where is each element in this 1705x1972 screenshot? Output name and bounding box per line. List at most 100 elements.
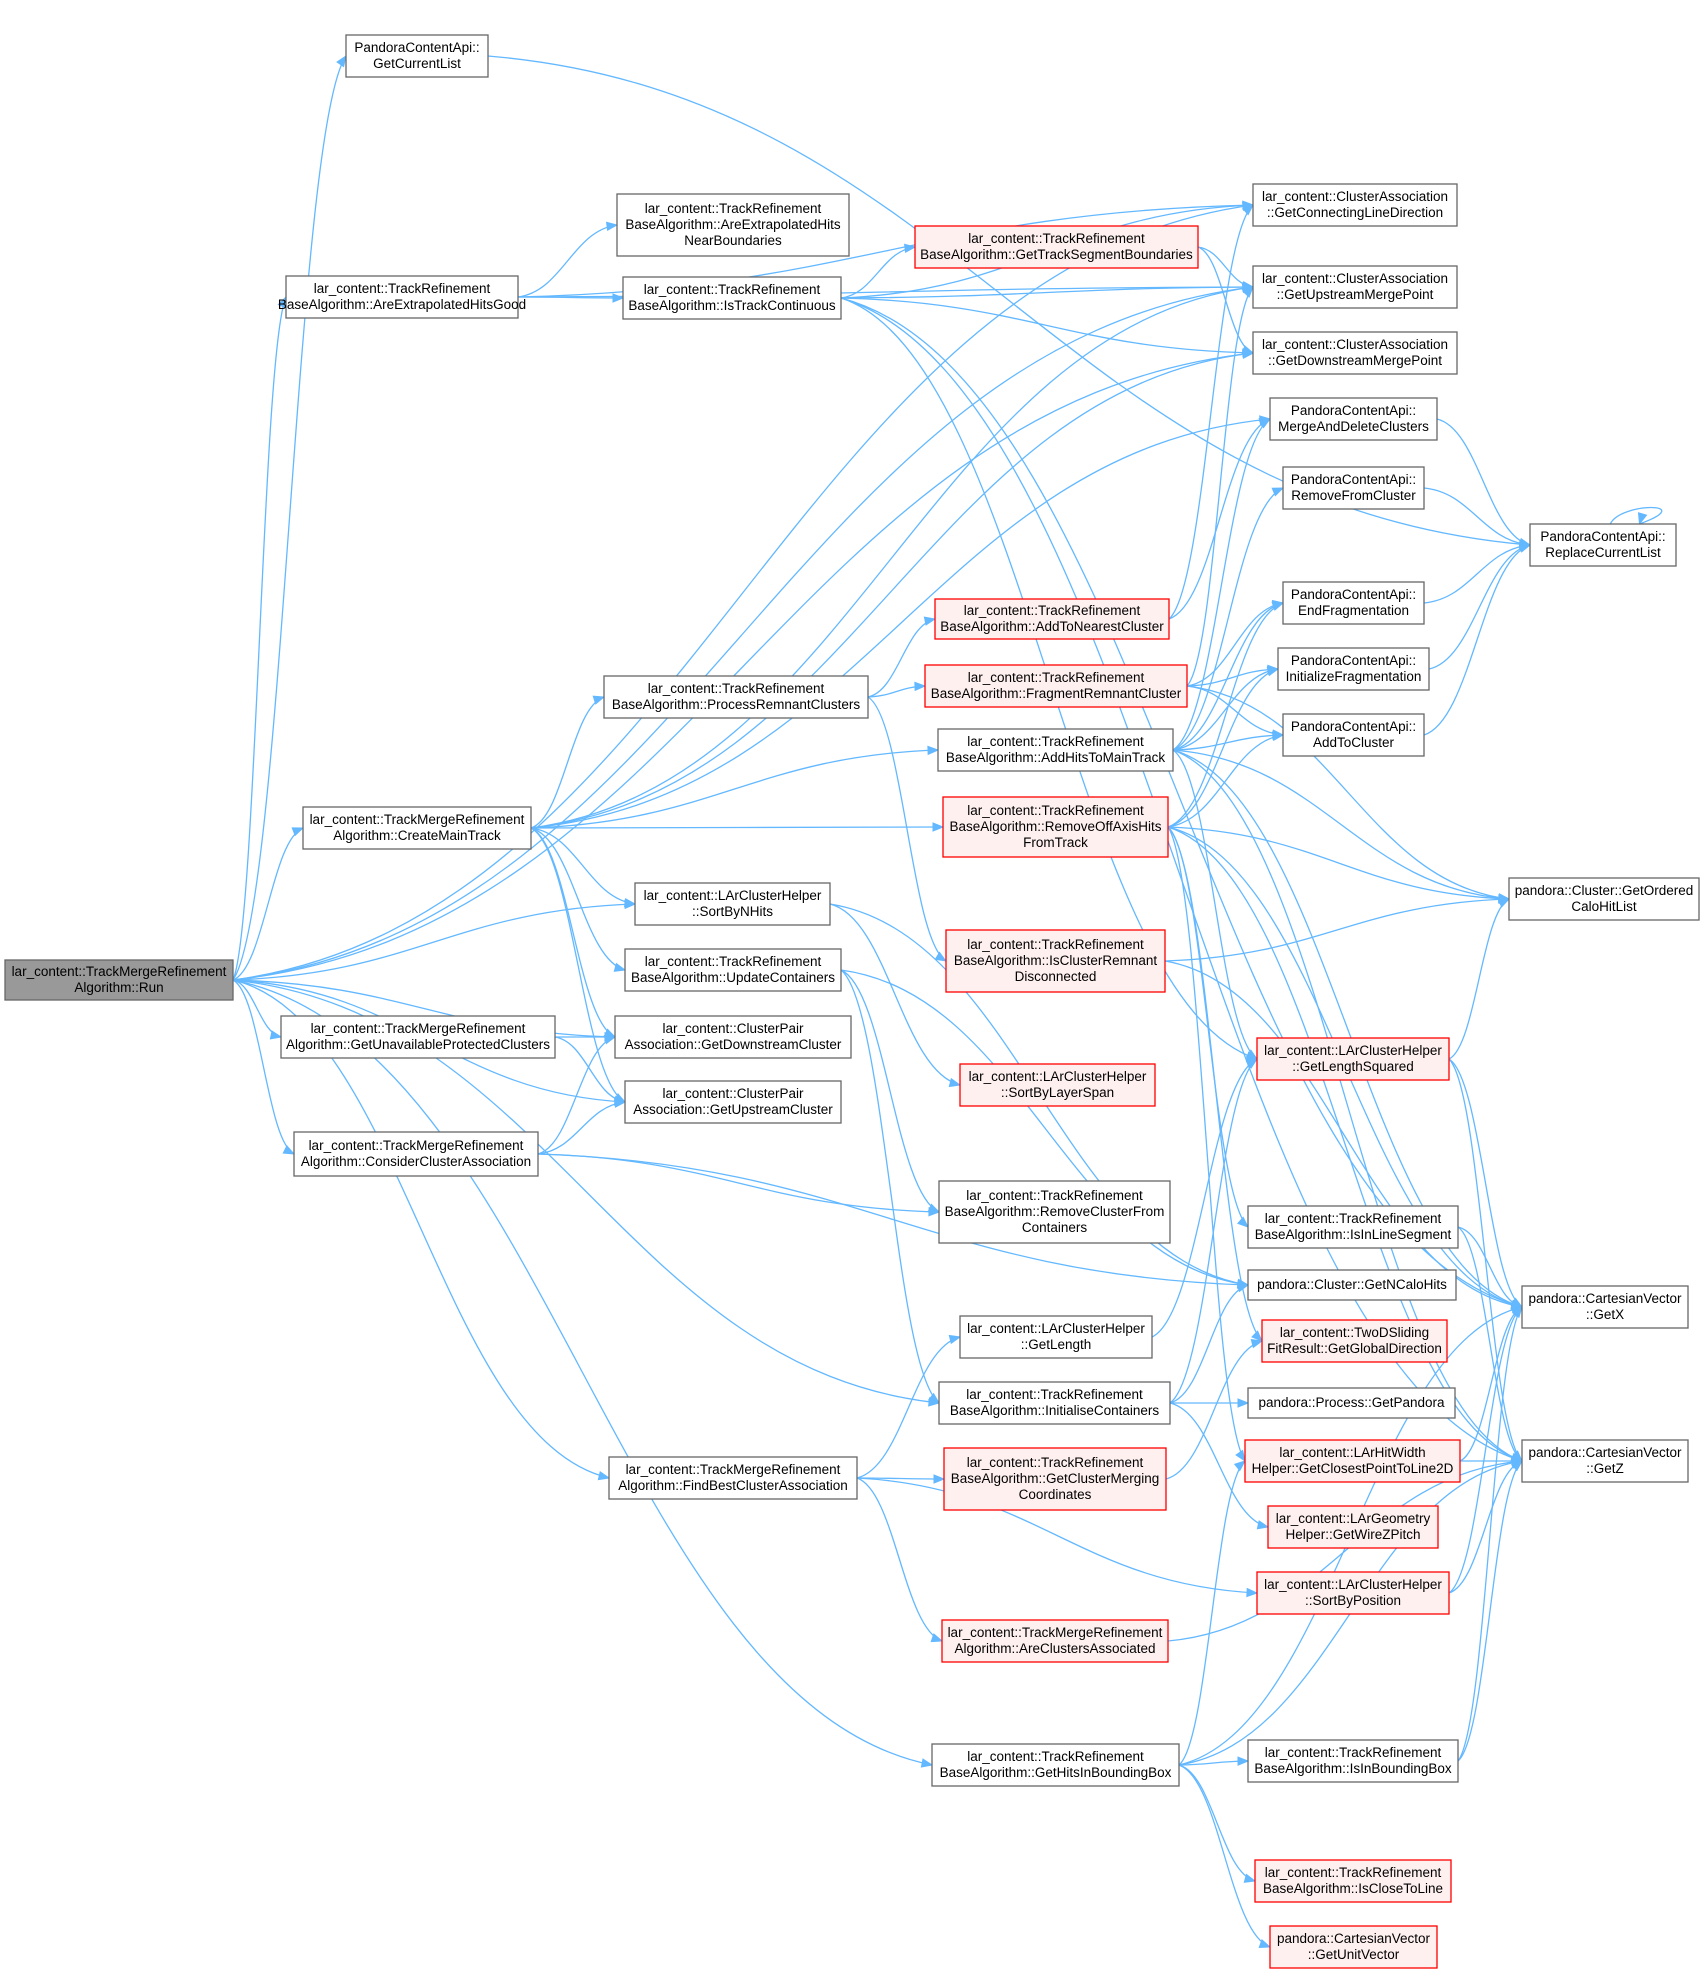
edge-line bbox=[1186, 286, 1254, 687]
node-label-line: ::GetX bbox=[1586, 1307, 1624, 1322]
node-label-line: FitResult::GetGlobalDirection bbox=[1267, 1341, 1442, 1356]
node-getCurrentList[interactable]: PandoraContentApi::GetCurrentList bbox=[345, 34, 489, 78]
node-createMainTrack[interactable]: lar_content::TrackMergeRefinementAlgorit… bbox=[302, 806, 532, 850]
call-edge-removeOffAxis-to-initFragmentation bbox=[1167, 667, 1280, 828]
node-run[interactable]: lar_content::TrackMergeRefinementAlgorit… bbox=[4, 959, 234, 1001]
edge-arrowhead bbox=[1235, 1449, 1246, 1463]
call-edge-considerAssoc-to-getUpstreamCluster bbox=[537, 1098, 627, 1155]
node-getClosestPoint[interactable]: lar_content::LArHitWidthHelper::GetClose… bbox=[1244, 1439, 1461, 1483]
node-isTrackContinuous[interactable]: lar_content::TrackRefinementBaseAlgorith… bbox=[622, 276, 842, 320]
edge-arrowhead bbox=[914, 681, 927, 692]
node-box bbox=[1247, 1205, 1459, 1249]
edge-arrowhead bbox=[927, 745, 940, 756]
edge-line bbox=[1436, 418, 1531, 546]
node-removeFromCluster[interactable]: PandoraContentApi::RemoveFromCluster bbox=[1282, 466, 1425, 510]
node-processRemnant[interactable]: lar_content::TrackRefinementBaseAlgorith… bbox=[603, 675, 869, 719]
node-getClusterMergingCoords[interactable]: lar_content::TrackRefinementBaseAlgorith… bbox=[943, 1447, 1167, 1511]
node-box bbox=[1252, 183, 1458, 227]
node-addToNearest[interactable]: lar_content::TrackRefinementBaseAlgorith… bbox=[934, 598, 1170, 640]
node-getPandora[interactable]: pandora::Process::GetPandora bbox=[1247, 1387, 1456, 1419]
node-box bbox=[1282, 713, 1425, 757]
node-getZ[interactable]: pandora::CartesianVector::GetZ bbox=[1521, 1439, 1689, 1483]
edge-arrowhead bbox=[592, 695, 606, 705]
call-edge-removeOffAxis-to-getOrderedCaloHitList bbox=[1167, 826, 1511, 904]
node-mergeAndDelete[interactable]: PandoraContentApi::MergeAndDeleteCluster… bbox=[1269, 397, 1438, 441]
call-edge-createMainTrack-to-getDownstreamMP bbox=[530, 349, 1255, 829]
node-addToCluster[interactable]: PandoraContentApi::AddToCluster bbox=[1282, 713, 1425, 757]
node-getWireZPitch[interactable]: lar_content::LArGeometryHelper::GetWireZ… bbox=[1267, 1505, 1439, 1549]
node-updateContainers[interactable]: lar_content::TrackRefinementBaseAlgorith… bbox=[624, 948, 842, 992]
node-getUpstreamCluster[interactable]: lar_content::ClusterPairAssociation::Get… bbox=[624, 1080, 842, 1124]
call-edge-run-to-areExtrapHitsGood bbox=[232, 295, 287, 981]
call-edge-createMainTrack-to-sortByNHits bbox=[530, 827, 637, 908]
node-label-line: lar_content::TrackRefinement bbox=[1265, 1745, 1442, 1760]
node-removeOffAxis[interactable]: lar_content::TrackRefinementBaseAlgorith… bbox=[942, 796, 1169, 858]
node-getX[interactable]: pandora::CartesianVector::GetX bbox=[1521, 1285, 1689, 1329]
node-label-line: lar_content::ClusterAssociation bbox=[1262, 189, 1448, 204]
edge-arrowhead bbox=[605, 221, 619, 232]
node-getGlobalDirection[interactable]: lar_content::TwoDSlidingFitResult::GetGl… bbox=[1261, 1319, 1448, 1363]
edge-line bbox=[867, 696, 947, 962]
edge-arrowhead bbox=[1271, 731, 1285, 742]
node-sortByNHits[interactable]: lar_content::LArClusterHelper::SortByNHi… bbox=[634, 882, 831, 926]
node-getNCaloHits[interactable]: pandora::Cluster::GetNCaloHits bbox=[1247, 1269, 1457, 1301]
edge-line bbox=[1169, 1402, 1269, 1528]
edge-arrowhead bbox=[1245, 1058, 1259, 1068]
node-sortByPosition[interactable]: lar_content::LArClusterHelper::SortByPos… bbox=[1256, 1571, 1450, 1615]
node-getLengthSquared[interactable]: lar_content::LArClusterHelper::GetLength… bbox=[1256, 1037, 1450, 1081]
node-areExtrapNearBound[interactable]: lar_content::TrackRefinementBaseAlgorith… bbox=[616, 193, 850, 257]
node-label-line: InitializeFragmentation bbox=[1286, 669, 1422, 684]
node-areExtrapHitsGood[interactable]: lar_content::TrackRefinementBaseAlgorith… bbox=[278, 275, 526, 319]
node-getUpstreamMP[interactable]: lar_content::ClusterAssociation::GetUpst… bbox=[1252, 265, 1458, 309]
node-label-line: lar_content::TrackMergeRefinement bbox=[309, 1138, 524, 1153]
node-getConnLineDir[interactable]: lar_content::ClusterAssociation::GetConn… bbox=[1252, 183, 1458, 227]
node-label-line: pandora::Cluster::GetNCaloHits bbox=[1257, 1277, 1447, 1292]
node-getTrackSegBound[interactable]: lar_content::TrackRefinementBaseAlgorith… bbox=[914, 225, 1199, 269]
edge-arrowhead bbox=[1246, 1587, 1259, 1598]
node-label-line: BaseAlgorithm::IsTrackContinuous bbox=[628, 298, 836, 313]
call-edge-getClosestPoint-to-getX bbox=[1459, 1306, 1524, 1462]
node-label-line: MergeAndDeleteClusters bbox=[1278, 419, 1429, 434]
node-getUnavailable[interactable]: lar_content::TrackMergeRefinementAlgorit… bbox=[280, 1015, 556, 1059]
node-considerAssoc[interactable]: lar_content::TrackMergeRefinementAlgorit… bbox=[293, 1131, 539, 1177]
node-isCloseToLine[interactable]: lar_content::TrackRefinementBaseAlgorith… bbox=[1254, 1859, 1452, 1903]
edge-line bbox=[1448, 1306, 1523, 1594]
node-areClustersAssociated[interactable]: lar_content::TrackMergeRefinementAlgorit… bbox=[941, 1619, 1169, 1663]
node-label-line: lar_content::TrackMergeRefinement bbox=[311, 1021, 526, 1036]
edge-line bbox=[1172, 418, 1271, 751]
edge-line bbox=[232, 55, 347, 981]
node-label-line: BaseAlgorithm::GetHitsInBoundingBox bbox=[940, 1765, 1172, 1780]
edge-arrowhead bbox=[904, 243, 917, 253]
node-endFragmentation[interactable]: PandoraContentApi::EndFragmentation bbox=[1282, 581, 1425, 625]
edge-line bbox=[1169, 1058, 1258, 1404]
edge-arrowhead bbox=[1237, 1398, 1250, 1408]
node-getDownstreamMP[interactable]: lar_content::ClusterAssociation::GetDown… bbox=[1252, 331, 1458, 375]
node-isInLineSegment[interactable]: lar_content::TrackRefinementBaseAlgorith… bbox=[1247, 1205, 1459, 1249]
node-label-line: Algorithm::Run bbox=[74, 980, 163, 995]
node-isClusterRemnantDisc[interactable]: lar_content::TrackRefinementBaseAlgorith… bbox=[945, 929, 1166, 993]
node-label-line: lar_content::ClusterPair bbox=[662, 1021, 804, 1036]
call-edge-findBestAssoc-to-getLength bbox=[856, 1334, 962, 1479]
node-initialiseCont[interactable]: lar_content::TrackRefinementBaseAlgorith… bbox=[938, 1381, 1171, 1425]
edge-line bbox=[1167, 1460, 1523, 1642]
node-getUnitVector[interactable]: pandora::CartesianVector::GetUnitVector bbox=[1269, 1925, 1438, 1969]
node-fragmentRemnant[interactable]: lar_content::TrackRefinementBaseAlgorith… bbox=[924, 664, 1188, 708]
edge-line bbox=[232, 903, 636, 981]
node-getLength[interactable]: lar_content::LArClusterHelper::GetLength bbox=[959, 1315, 1153, 1359]
node-sortByLayerSpan[interactable]: lar_content::LArClusterHelper::SortByLay… bbox=[959, 1063, 1156, 1107]
node-label-line: BaseAlgorithm::UpdateContainers bbox=[631, 970, 835, 985]
node-initFragmentation[interactable]: PandoraContentApi::InitializeFragmentati… bbox=[1277, 647, 1430, 691]
node-box bbox=[1244, 1439, 1461, 1483]
node-addHitsToMain[interactable]: lar_content::TrackRefinementBaseAlgorith… bbox=[937, 728, 1174, 772]
node-isInBB[interactable]: lar_content::TrackRefinementBaseAlgorith… bbox=[1247, 1739, 1459, 1783]
node-label-line: Algorithm::FindBestClusterAssociation bbox=[618, 1478, 848, 1493]
call-edge-addHitsToMain-to-mergeAndDelete bbox=[1172, 418, 1272, 751]
call-edge-initialiseCont-to-getWireZPitch bbox=[1169, 1402, 1270, 1530]
node-findBestAssoc[interactable]: lar_content::TrackMergeRefinementAlgorit… bbox=[608, 1456, 858, 1500]
node-replaceCurrentList[interactable]: PandoraContentApi::ReplaceCurrentList bbox=[1529, 523, 1677, 567]
node-getHitsInBB[interactable]: lar_content::TrackRefinementBaseAlgorith… bbox=[931, 1743, 1180, 1787]
node-removeClusterFromCont[interactable]: lar_content::TrackRefinementBaseAlgorith… bbox=[938, 1180, 1171, 1244]
node-getDownstreamCluster[interactable]: lar_content::ClusterPairAssociation::Get… bbox=[614, 1015, 852, 1059]
node-box bbox=[1521, 1439, 1689, 1483]
